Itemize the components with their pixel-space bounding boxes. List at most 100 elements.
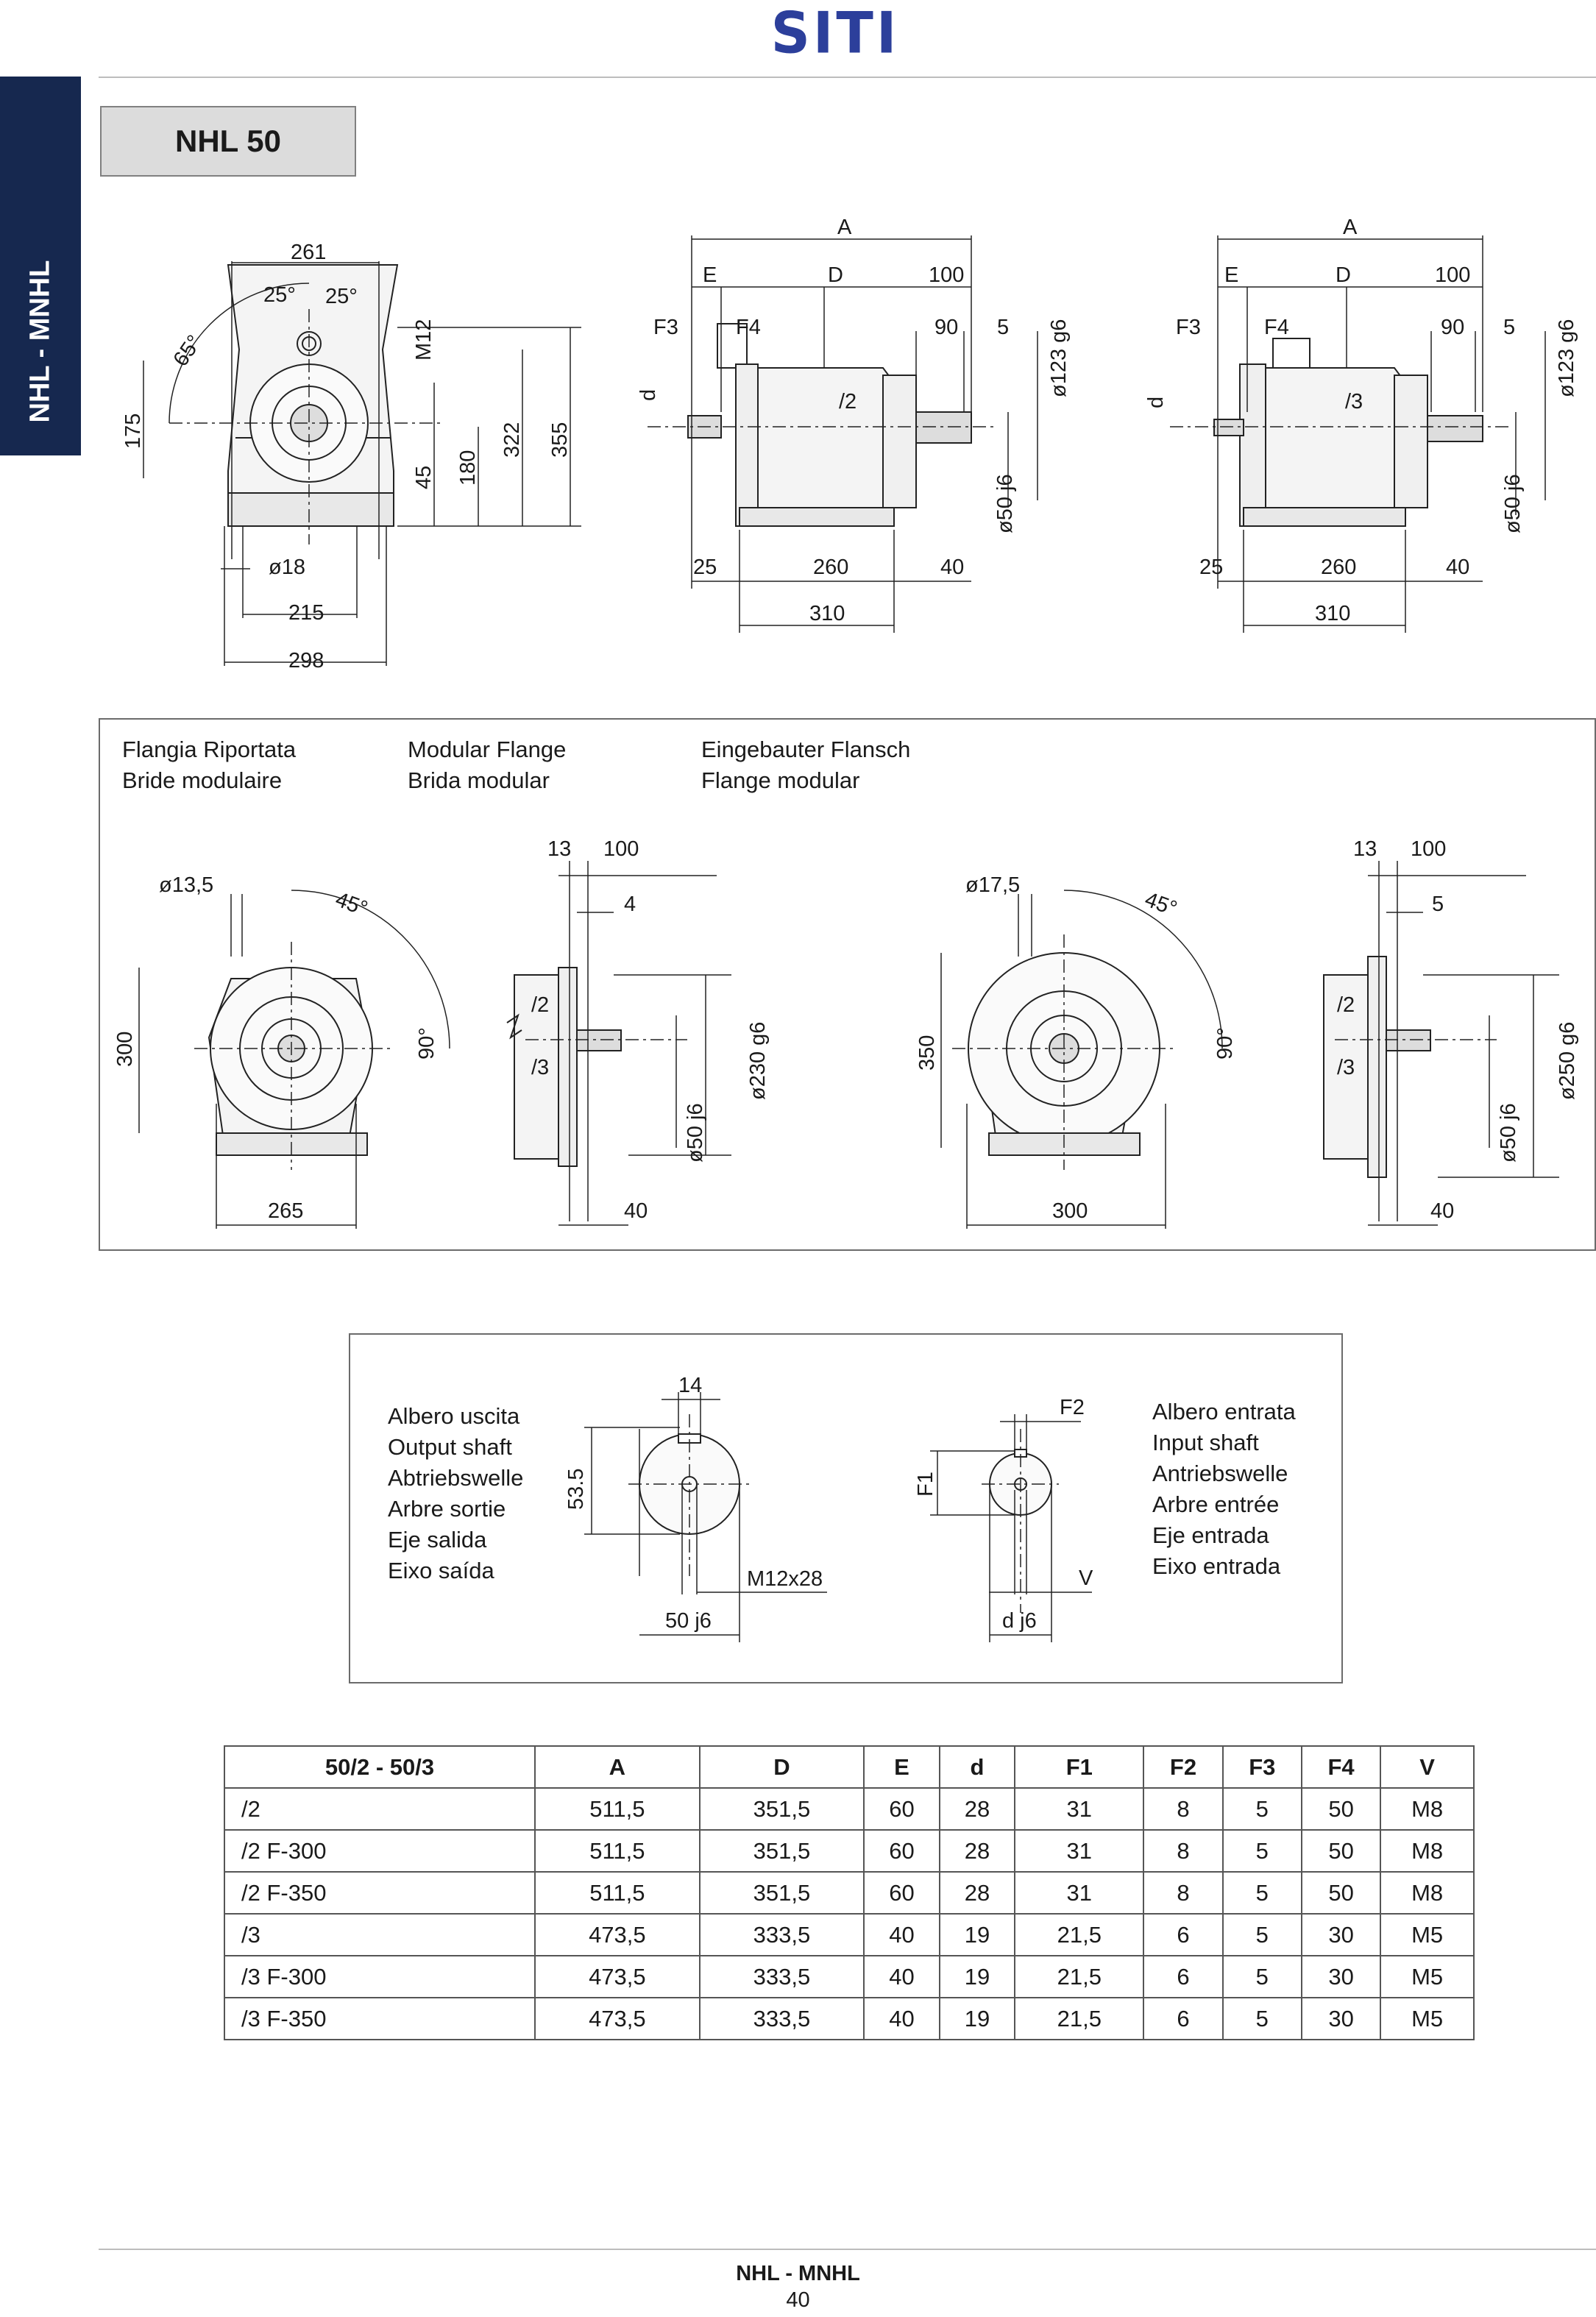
dim-d-3: D: [1336, 263, 1351, 287]
f350-v3: /3: [1337, 1056, 1355, 1079]
table-cell: 31: [1014, 1829, 1145, 1873]
side-view-2: [648, 235, 1038, 633]
flange-300-side: [506, 861, 731, 1226]
f300-shaft: ø50 j6: [684, 1103, 707, 1163]
dim-d-2: D: [828, 263, 843, 287]
table-cell: 473,5: [534, 1997, 701, 2040]
table-header: 50/2 - 50/3: [223, 1745, 536, 1789]
dim-f3-3: F3: [1176, 316, 1201, 339]
dim-100-2: 100: [929, 263, 964, 287]
dim-25-2: 25: [693, 556, 717, 579]
table-cell: 6: [1143, 1997, 1224, 2040]
dim-d-shaft-2: d: [636, 389, 660, 401]
f350-hole: ø17,5: [965, 873, 1020, 897]
table-header: F3: [1221, 1745, 1302, 1789]
dim-f3-2: F3: [653, 316, 678, 339]
dim-45: 45: [412, 466, 436, 489]
dim-260-2: 260: [813, 556, 848, 579]
table-cell: 5: [1221, 1955, 1302, 1998]
table-cell: 28: [938, 1871, 1016, 1915]
flange-label-de: Eingebauter Flansch: [701, 737, 911, 762]
dim-o18: ø18: [269, 556, 305, 579]
table-cell: 28: [938, 1787, 1016, 1831]
header-divider: [99, 77, 1596, 78]
table-cell: /3: [223, 1913, 536, 1956]
dim-25-3: 25: [1199, 556, 1223, 579]
table-cell: 50: [1300, 1829, 1382, 1873]
f350-s13: 13: [1353, 837, 1377, 861]
f300-s4: 4: [624, 893, 636, 916]
f350-height: 350: [915, 1035, 939, 1071]
shaft-height: 53.5: [564, 1469, 588, 1510]
table-cell: /2: [223, 1787, 536, 1831]
table-row: /3 F-350 473,5 333,5 40 19 21,5 6 5 30 M…: [223, 1997, 1475, 2040]
f350-v2: /2: [1337, 993, 1355, 1017]
dim-f4-2: F4: [736, 316, 761, 339]
output-label-fr: Arbre sortie: [388, 1496, 506, 1522]
table-cell: 30: [1300, 1913, 1382, 1956]
table-cell: M5: [1380, 1997, 1475, 2040]
dim-310-2: 310: [809, 602, 845, 625]
dim-shaft-3: ø50 j6: [1501, 474, 1525, 533]
table-cell: 511,5: [534, 1871, 701, 1915]
dim-175: 175: [121, 414, 145, 449]
flange-label-it: Flangia Riportata: [122, 737, 297, 762]
table-cell: 50: [1300, 1787, 1382, 1831]
dim-298: 298: [288, 649, 324, 673]
output-label-it: Albero uscita: [388, 1403, 520, 1429]
table-header: A: [534, 1745, 701, 1789]
dim-e-2: E: [703, 263, 717, 287]
table-header: d: [938, 1745, 1016, 1789]
dim-355: 355: [548, 422, 572, 458]
dim-90-3: 90: [1441, 316, 1464, 339]
shaft-key-width: 14: [678, 1374, 702, 1397]
table-cell: 5: [1221, 1997, 1302, 2040]
table-header: V: [1380, 1745, 1475, 1789]
dim-90-2: 90: [934, 316, 958, 339]
footer-divider: [99, 2249, 1596, 2250]
dim-a-3: A: [1343, 216, 1358, 239]
table-cell: 473,5: [534, 1955, 701, 1998]
table-row: /3 473,5 333,5 40 19 21,5 6 5 30 M5: [223, 1913, 1475, 1956]
table-cell: /3 F-300: [223, 1955, 536, 1998]
f300-v2: /2: [531, 993, 549, 1017]
table-cell: 30: [1300, 1955, 1382, 1998]
dimensions-table: 50/2 - 50/3 A D E d F1 F2 F3 F4 V /2 511…: [223, 1745, 1475, 2040]
input-label-es: Eje entrada: [1152, 1522, 1269, 1548]
front-view: [143, 261, 581, 666]
table-header: E: [863, 1745, 940, 1789]
dim-25a: 25°: [263, 283, 296, 307]
shaft-in-dia: d j6: [1002, 1609, 1037, 1633]
output-label-es: Eje salida: [388, 1527, 487, 1553]
table-cell: 333,5: [698, 1913, 865, 1956]
f350-s40: 40: [1430, 1199, 1454, 1223]
table-cell: 473,5: [534, 1913, 701, 1956]
table-cell: 5: [1221, 1913, 1302, 1956]
shaft-panel: [349, 1333, 1343, 1683]
side-tab: NHL - MNHL: [0, 77, 81, 455]
dim-shaft-2: ø50 j6: [993, 474, 1017, 533]
f350-s5: 5: [1432, 893, 1444, 916]
table-cell: 511,5: [534, 1787, 701, 1831]
f300-s100: 100: [603, 837, 639, 861]
dim-f4-3: F4: [1264, 316, 1289, 339]
table-row: /2 F-300 511,5 351,5 60 28 31 8 5 50 M8: [223, 1829, 1475, 1873]
table-cell: 333,5: [698, 1955, 865, 1998]
dim-d-shaft-3: d: [1144, 397, 1168, 408]
f300-width: 265: [268, 1199, 303, 1223]
dim-261: 261: [291, 241, 326, 264]
shaft-thread: M12x28: [747, 1567, 823, 1591]
table-cell: 351,5: [698, 1787, 865, 1831]
table-header: F1: [1014, 1745, 1145, 1789]
f300-height: 300: [113, 1032, 137, 1067]
f300-angle90: 90°: [415, 1027, 439, 1060]
table-header-row: 50/2 - 50/3 A D E d F1 F2 F3 F4 V: [223, 1745, 1475, 1789]
dim-260-3: 260: [1321, 556, 1356, 579]
output-label-en: Output shaft: [388, 1434, 512, 1460]
dim-25b: 25°: [325, 285, 358, 308]
main-dimension-drawings: 261 25° 25° 65° M12 175 45 180 322 355 ø…: [121, 216, 1578, 673]
table-cell: 31: [1014, 1871, 1145, 1915]
table-cell: M8: [1380, 1829, 1475, 1873]
input-label-de: Antriebswelle: [1152, 1461, 1288, 1486]
variant-2: /2: [839, 390, 856, 414]
